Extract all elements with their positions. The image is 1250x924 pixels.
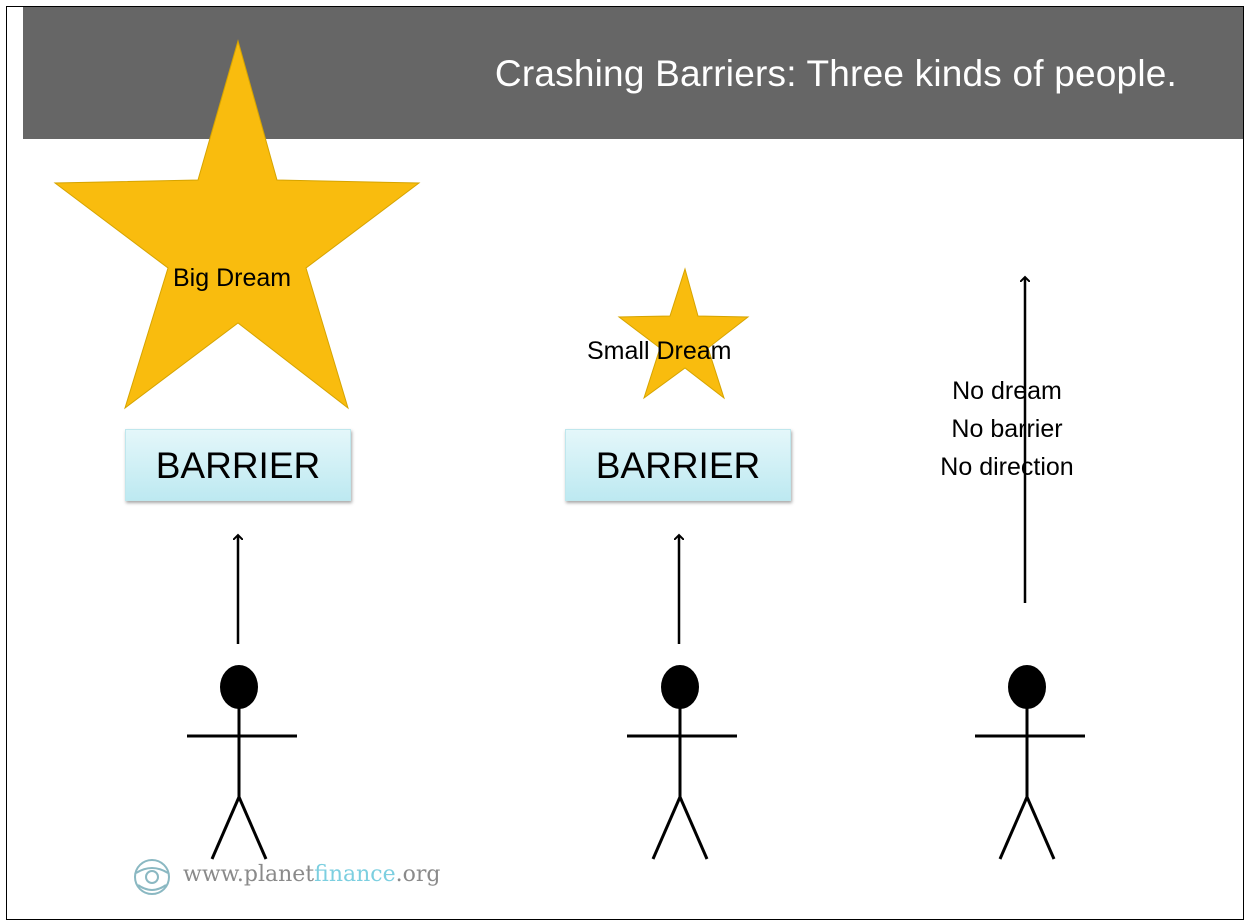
no-dream-line: No dream	[952, 377, 1062, 405]
no-barrier-line: No barrier	[951, 415, 1063, 443]
planetfinance-logo-icon	[134, 859, 170, 895]
barrier-box-1: BARRIER	[125, 429, 351, 501]
logo-text-prefix: www.planet	[183, 862, 315, 887]
stick-figure-3	[975, 665, 1085, 860]
no-direction-line: No direction	[940, 453, 1074, 481]
big-dream-star	[53, 39, 421, 410]
logo-text: www.planetfinance.org	[183, 862, 440, 887]
no-dream-text: No dream No barrier No direction	[937, 372, 1077, 486]
stick-figure-1	[187, 665, 297, 860]
small-dream-star	[617, 267, 750, 400]
slide: Crashing Barriers: Three kinds of people…	[6, 6, 1244, 920]
logo-text-suffix: .org	[395, 862, 441, 887]
logo-text-accent: finance	[314, 862, 396, 887]
small-dream-label: Small Dream	[587, 337, 732, 365]
big-dream-label: Big Dream	[173, 264, 292, 292]
logo: www.planetfinance.org	[177, 862, 440, 887]
slide-title: Crashing Barriers: Three kinds of people…	[494, 53, 1177, 94]
barrier-box-2: BARRIER	[565, 429, 791, 501]
diagram-canvas	[53, 39, 1085, 895]
stick-figure-2	[627, 665, 737, 860]
